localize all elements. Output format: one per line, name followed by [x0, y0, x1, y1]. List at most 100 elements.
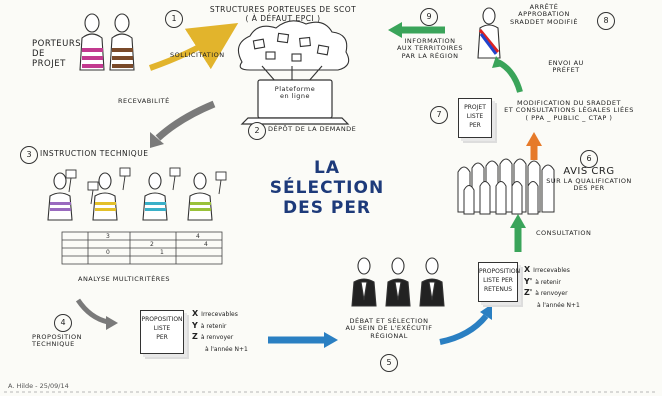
step-5-line-2: AU SEIN DE L'EXÉCUTIF	[345, 324, 433, 333]
platform-line-2: en ligne	[279, 92, 311, 101]
arrow-recevabilite	[155, 100, 216, 141]
author-signature: A. Hilde - 25/09/14	[8, 382, 69, 390]
step-4-number: 4	[54, 314, 72, 332]
step-8-label: ARRÊTÉ APPROBATION SRADDET MODIFIÉ	[504, 3, 584, 26]
platform-text: Plateforme en ligne	[262, 85, 328, 101]
step-7-label: MODIFICATION DU SRADDET ET CONSULTATIONS…	[494, 99, 644, 122]
table-mark: 1	[160, 249, 164, 256]
arrow-proposition	[75, 298, 109, 325]
jury-card	[65, 169, 77, 193]
analysis-table	[61, 231, 223, 265]
jury-card	[169, 167, 181, 191]
structures-label: STRUCTURES PORTEUSES DE SCOT ( À DÉFAUT …	[208, 5, 358, 23]
consultation-label: CONSULTATION	[536, 229, 592, 237]
step-9-line-3: PAR LA RÉGION	[401, 51, 459, 60]
list-2-key: Y'	[524, 276, 533, 286]
card-3-line-3: PER	[469, 122, 481, 129]
projet-liste-per-card: PROJET LISTE PER	[458, 98, 492, 138]
envoi-prefet-label: ENVOI AU PRÉFET	[536, 59, 596, 75]
step-4-label: PROPOSITION TECHNIQUE	[32, 333, 82, 349]
step-9-label: INFORMATION AUX TERRITOIRES PAR LA RÉGIO…	[388, 37, 472, 60]
card-2-line-3: RETENUS	[483, 286, 513, 293]
card-1-line-3: PER	[156, 334, 168, 341]
step-8-number: 8	[597, 12, 615, 30]
list-2-text: à l'année N+1	[537, 302, 580, 310]
step-1-number: 1	[165, 10, 183, 28]
scot-cloud	[237, 20, 350, 83]
card-1-line-2: LISTE	[153, 325, 171, 332]
recevabilite-label: RECEVABILITÉ	[118, 97, 170, 105]
step-5-line-1: DÉBAT ET SÉLECTION	[349, 317, 429, 325]
list-1-key: Y	[192, 320, 198, 330]
arrow-sollicitation	[149, 23, 239, 71]
table-mark: 4	[196, 233, 200, 240]
step-3-number: 3	[20, 146, 38, 164]
list-1-key: Z	[192, 332, 198, 342]
list-2-text: à retenir	[535, 278, 561, 286]
list-2-text: à renvoyer	[535, 290, 568, 298]
table-mark: 3	[106, 233, 110, 240]
step-4-line-1: PROPOSITION	[32, 333, 82, 341]
list-1-key: X	[192, 309, 199, 318]
list-2-item: Z'à renvoyer	[524, 287, 580, 299]
card-2-line-2: LISTE PER	[483, 277, 513, 284]
card-3-line-1: PROJET	[464, 104, 486, 111]
step-9-line-1: INFORMATION	[404, 37, 456, 45]
step-6-label: AVIS CRG SUR LA QUALIFICATION DES PER	[534, 166, 644, 192]
step-6-line-1: AVIS CRG	[563, 166, 615, 177]
card-2-line-1: PROPOSITION	[479, 268, 521, 275]
step-5-line-3: RÉGIONAL	[370, 331, 408, 340]
step-9-line-2: AUX TERRITOIRES	[396, 44, 463, 53]
porteurs-line-1: PORTEURS	[32, 39, 82, 49]
table-mark: 2	[150, 241, 154, 248]
step-7-line-3: ( PPA _ PUBLIC _ CTAP )	[525, 113, 613, 122]
card-1-line-1: PROPOSITION	[141, 316, 183, 323]
step-1-label: SOLLICITATION	[170, 51, 225, 59]
step-7-line-2: ET CONSULTATIONS LÉGALES LIÉES	[504, 106, 634, 115]
title-line-2: SÉLECTION	[269, 178, 385, 198]
list-1-text: à l'année N+1	[205, 346, 248, 354]
list-1-text: Irrecevables	[201, 311, 238, 318]
step-5-label: DÉBAT ET SÉLECTION AU SEIN DE L'EXÉCUTIF…	[334, 317, 444, 340]
prefet-figure	[477, 7, 501, 59]
list-2-text: Irrecevables	[533, 267, 570, 274]
envoi-line-1: ENVOI AU	[548, 59, 584, 67]
executif-figures	[351, 257, 445, 307]
step-6-line-3: DES PER	[573, 183, 605, 192]
laptop-icon	[240, 79, 350, 125]
title-line-3: DES PER	[282, 198, 372, 218]
step-6-line-2: SUR LA QUALIFICATION	[546, 176, 632, 185]
jury-card	[215, 171, 227, 195]
porteurs-line-3: PROJET	[32, 58, 66, 69]
card-3-line-2: LISTE	[466, 113, 484, 120]
step-8-line-3: SRADDET MODIFIÉ	[510, 17, 578, 26]
analyse-label: ANALYSE MULTICRITÈRES	[78, 275, 171, 283]
platform-line-1: Plateforme	[274, 85, 316, 93]
crg-crowd	[457, 158, 555, 215]
structures-line-1: STRUCTURES PORTEUSES DE SCOT	[209, 5, 357, 14]
proposition-liste-per-card: PROPOSITION LISTE PER	[140, 310, 184, 354]
step-7-number: 7	[430, 106, 448, 124]
step-5-number: 5	[380, 354, 398, 372]
jury-figures	[47, 172, 213, 221]
structures-line-2: ( À DÉFAUT EPCI )	[245, 13, 321, 23]
list-2-item: à l'année N+1	[524, 299, 580, 311]
porteurs-figures	[79, 13, 135, 71]
step-8-line-2: APPROBATION	[518, 10, 570, 19]
porteurs-line-2: DE	[32, 48, 45, 59]
list-1-text: à renvoyer	[200, 334, 234, 342]
list-2-item: Y'à retenir	[524, 276, 580, 288]
step-3-label: INSTRUCTION TECHNIQUE	[40, 149, 149, 158]
table-mark: 4	[204, 241, 208, 248]
step-9-number: 9	[420, 8, 438, 26]
jury-card	[87, 181, 99, 205]
envoi-line-2: PRÉFET	[552, 66, 580, 75]
step-6-number: 6	[580, 150, 598, 168]
arrow-envoi-prefet	[496, 59, 523, 93]
